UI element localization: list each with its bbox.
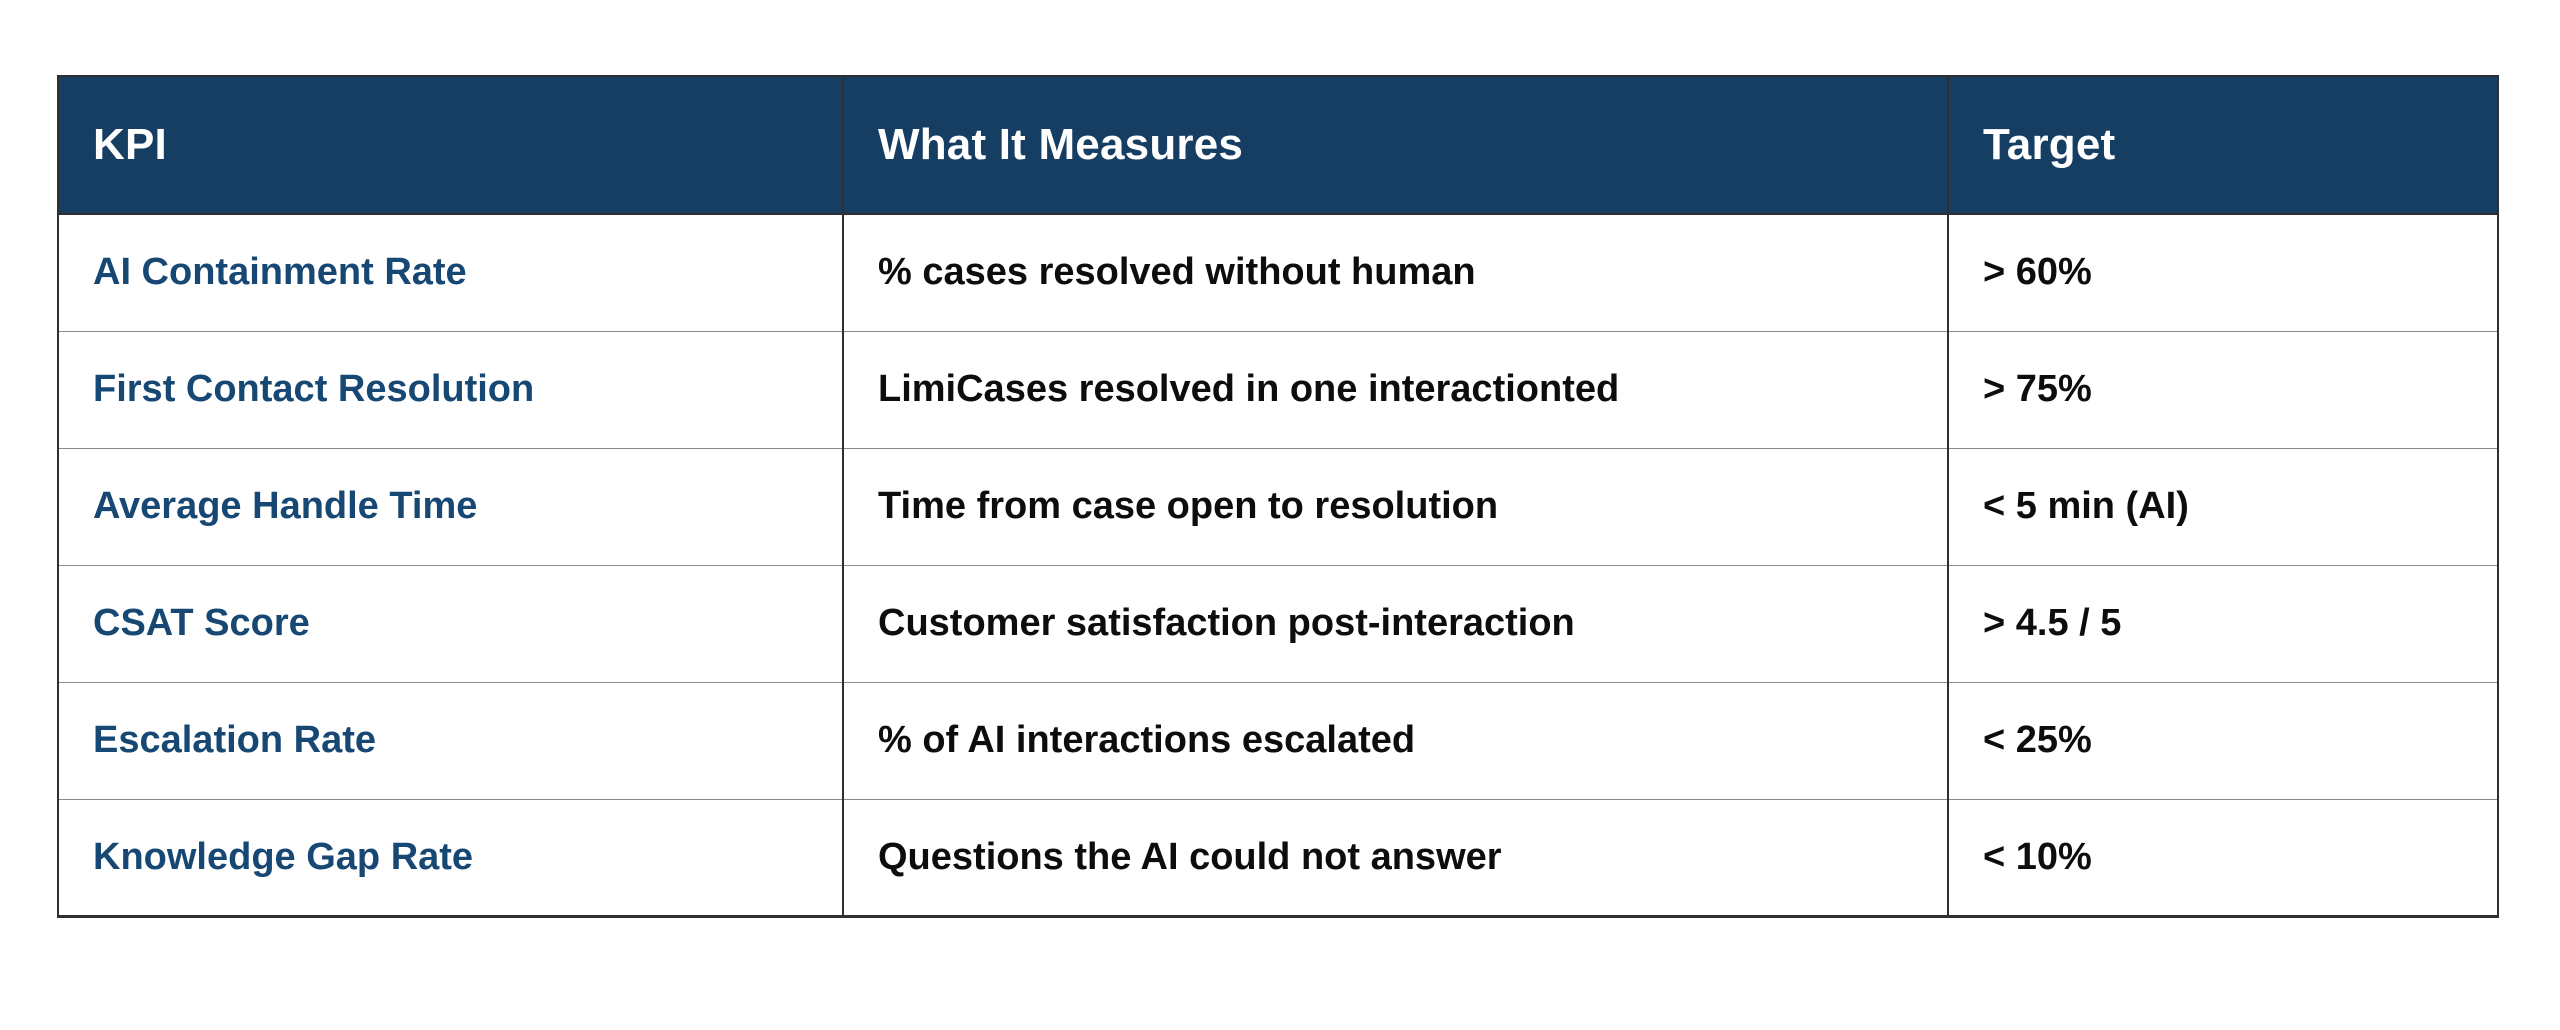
table-row: Knowledge Gap Rate Questions the AI coul… xyxy=(57,798,2499,918)
cell-measures: % cases resolved without human xyxy=(842,213,1949,332)
cell-target: < 25% xyxy=(1947,681,2499,800)
table-row: Escalation Rate % of AI interactions esc… xyxy=(57,681,2499,800)
column-header-kpi[interactable]: KPI xyxy=(57,75,844,215)
column-header-target[interactable]: Target xyxy=(1947,75,2499,215)
cell-target: > 60% xyxy=(1947,213,2499,332)
table-row: AI Containment Rate % cases resolved wit… xyxy=(57,213,2499,332)
cell-measures: Questions the AI could not answer xyxy=(842,798,1949,918)
table-row: Average Handle Time Time from case open … xyxy=(57,447,2499,566)
cell-target: < 10% xyxy=(1947,798,2499,918)
cell-target: < 5 min (AI) xyxy=(1947,447,2499,566)
cell-kpi: Escalation Rate xyxy=(57,681,844,800)
table-row: CSAT Score Customer satisfaction post-in… xyxy=(57,564,2499,683)
cell-target: > 4.5 / 5 xyxy=(1947,564,2499,683)
column-header-what-it-measures[interactable]: What It Measures xyxy=(842,75,1949,215)
kpi-table-container: KPI What It Measures Target AI Containme… xyxy=(57,75,2499,918)
cell-measures: LimiCases resolved in one interactionted xyxy=(842,330,1949,449)
cell-measures: Time from case open to resolution xyxy=(842,447,1949,566)
table-body: AI Containment Rate % cases resolved wit… xyxy=(57,213,2499,918)
table-header-row: KPI What It Measures Target xyxy=(57,75,2499,215)
cell-kpi: Knowledge Gap Rate xyxy=(57,798,844,918)
cell-kpi: Average Handle Time xyxy=(57,447,844,566)
cell-measures: Customer satisfaction post-interaction xyxy=(842,564,1949,683)
kpi-table: KPI What It Measures Target AI Containme… xyxy=(57,75,2499,918)
cell-kpi: AI Containment Rate xyxy=(57,213,844,332)
cell-kpi: CSAT Score xyxy=(57,564,844,683)
table-row: First Contact Resolution LimiCases resol… xyxy=(57,330,2499,449)
cell-measures: % of AI interactions escalated xyxy=(842,681,1949,800)
table-header: KPI What It Measures Target xyxy=(57,75,2499,215)
cell-target: > 75% xyxy=(1947,330,2499,449)
cell-kpi: First Contact Resolution xyxy=(57,330,844,449)
